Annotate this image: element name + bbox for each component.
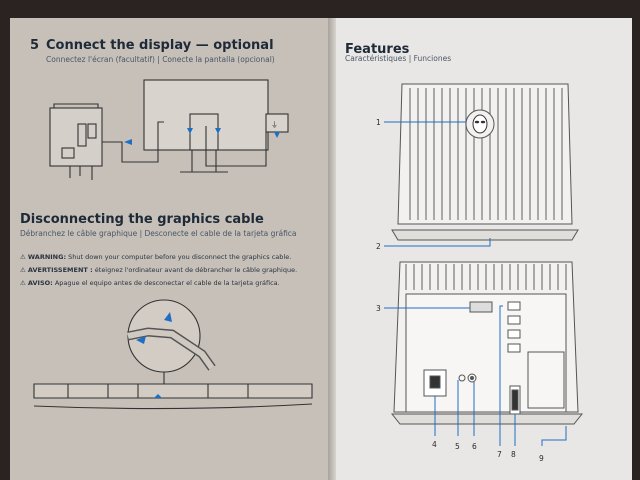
connect-display-heading: Connect the display — optional bbox=[46, 38, 274, 53]
callout-1: 1 bbox=[376, 118, 381, 127]
warning-icon: ⚠ bbox=[20, 266, 26, 274]
features-subheading: Caractéristiques | Funciones bbox=[345, 54, 452, 63]
amplifier-front-view bbox=[384, 83, 579, 247]
step-number: 5 bbox=[30, 38, 40, 53]
callout-4: 4 bbox=[432, 440, 437, 449]
amplifier-back-view bbox=[384, 261, 584, 446]
warning-line-en: ⚠ WARNING: Shut down your computer befor… bbox=[20, 253, 292, 261]
connect-display-subheading: Connectez l'écran (facultatif) | Conecte… bbox=[46, 55, 275, 64]
warning-icon: ⚠ bbox=[20, 279, 26, 287]
warning-line-fr: ⚠ AVERTISSEMENT : éteignez l'ordinateur … bbox=[20, 266, 298, 274]
callout-7: 7 bbox=[497, 450, 502, 459]
disconnect-cable-diagram bbox=[33, 299, 313, 410]
callout-2: 2 bbox=[376, 242, 381, 251]
callout-9: 9 bbox=[539, 454, 544, 463]
connect-display-diagram: ⏚ bbox=[49, 79, 289, 180]
features-heading: Features bbox=[345, 42, 410, 57]
disconnect-heading: Disconnecting the graphics cable bbox=[20, 212, 264, 227]
warning-icon: ⚠ bbox=[20, 253, 26, 261]
callout-6: 6 bbox=[472, 442, 477, 451]
callout-3: 3 bbox=[376, 304, 381, 313]
alien-logo-icon bbox=[465, 109, 495, 139]
book-spine bbox=[328, 18, 336, 480]
warning-line-es: ⚠ AVISO: Apague el equipo antes de desco… bbox=[20, 279, 280, 287]
callout-5: 5 bbox=[455, 442, 460, 451]
disconnect-subheading: Débranchez le câble graphique | Desconec… bbox=[20, 229, 297, 238]
power-outlet-icon: ⏚ bbox=[271, 121, 278, 129]
callout-8: 8 bbox=[511, 450, 516, 459]
